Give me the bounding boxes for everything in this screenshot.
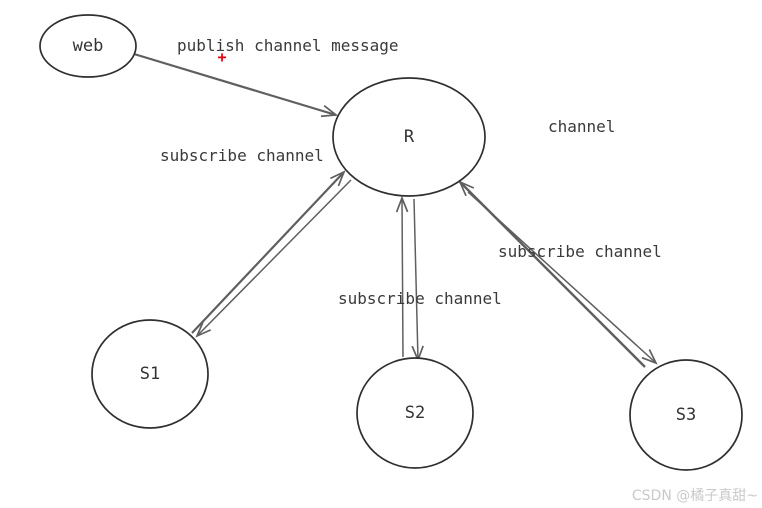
labels-layer: publish channel message subscribe channel… (160, 36, 662, 308)
edge-s1-to-r-arrow (191, 172, 344, 334)
edge-r-to-s3-arrow (467, 191, 656, 363)
edge-s2-to-r-arrow (402, 198, 403, 358)
node-r-ellipse[interactable] (332, 77, 486, 197)
node-web-label: web (73, 36, 104, 56)
edge-web-to-r-arrow (133, 52, 336, 115)
node-s1-ellipse[interactable] (91, 319, 209, 429)
edge-r-to-s1-arrow (197, 179, 352, 336)
node-s3-label: S3 (676, 405, 696, 425)
node-web-ellipse[interactable] (39, 14, 137, 78)
node-s2-label: S2 (405, 403, 425, 423)
mouse-cursor-crosshair: + (217, 48, 226, 66)
label-channel: channel (548, 117, 615, 136)
node-s1-label: S1 (140, 364, 160, 384)
edges-layer (133, 52, 656, 368)
csdn-watermark: CSDN @橘子真甜~ (632, 488, 758, 504)
label-publish-channel-message: publish channel message (177, 36, 399, 55)
node-s3-ellipse[interactable] (629, 359, 743, 471)
overlay-layer: + CSDN @橘子真甜~ (217, 48, 758, 504)
label-subscribe-channel-right: subscribe channel (498, 242, 662, 261)
label-subscribe-channel-left: subscribe channel (160, 146, 324, 165)
edge-r-to-s2-arrow (414, 198, 418, 360)
node-r-label: R (404, 127, 415, 147)
label-subscribe-channel-middle: subscribe channel (338, 289, 502, 308)
node-s2-ellipse[interactable] (356, 357, 474, 469)
